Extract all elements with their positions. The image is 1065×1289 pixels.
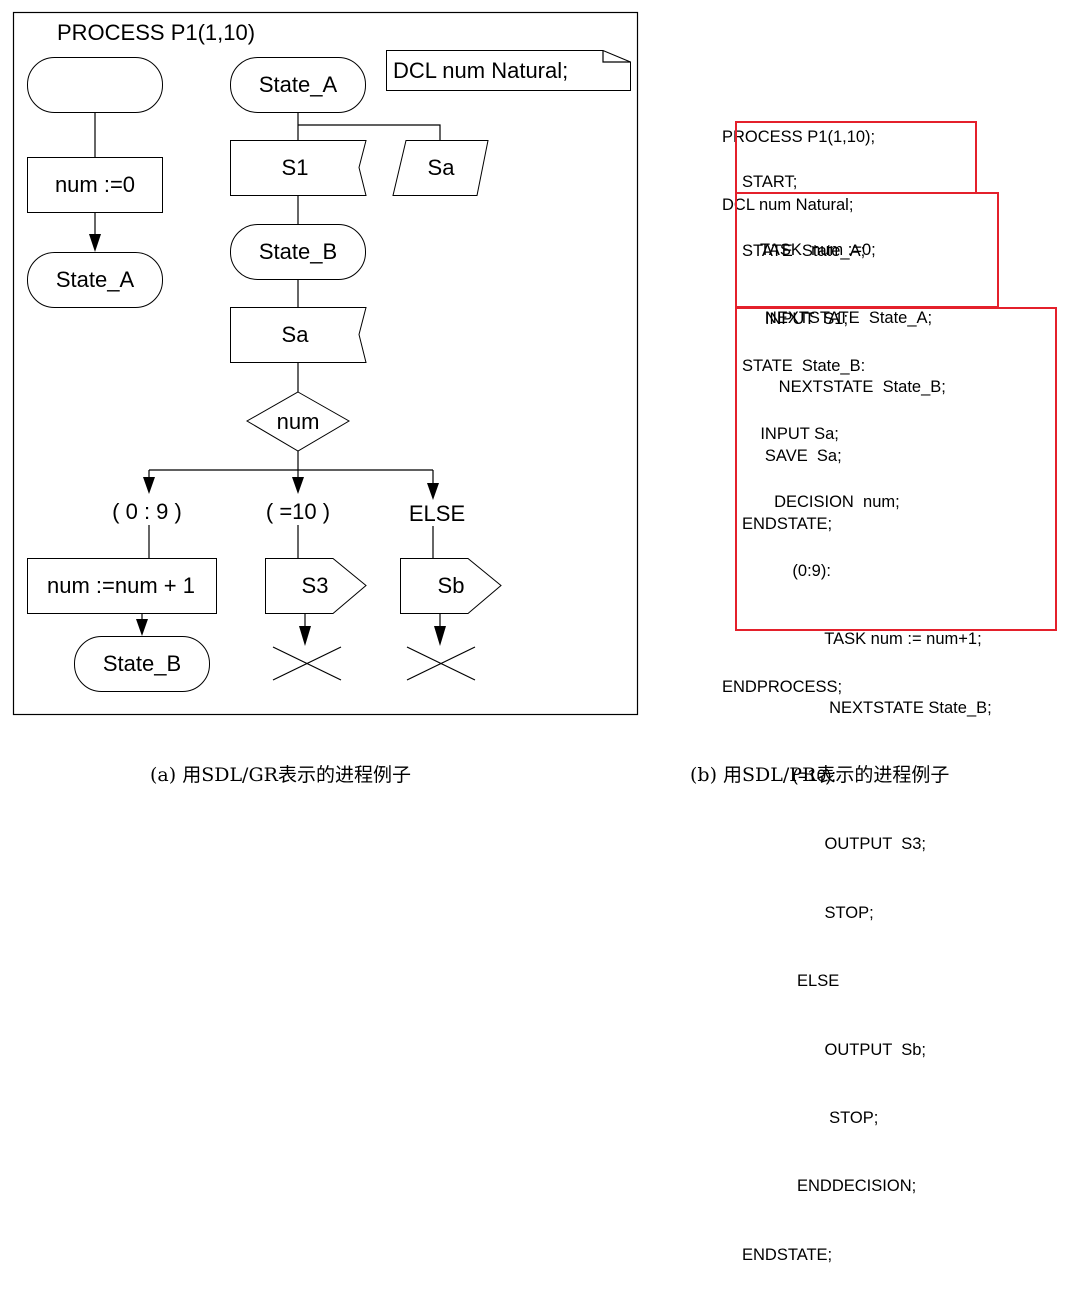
stop-symbol bbox=[272, 646, 342, 681]
output-symbol-s3 bbox=[265, 558, 367, 614]
code-line: OUTPUT S3; bbox=[742, 835, 926, 854]
arrow-down-icon bbox=[136, 619, 148, 636]
save-sa-label: Sa bbox=[428, 155, 456, 180]
code-line: ENDSTATE; bbox=[742, 1245, 833, 1264]
nextstate-state-a-label: State_A bbox=[56, 267, 135, 292]
task-symbol-increment bbox=[27, 558, 217, 614]
state-b-block-highlight bbox=[735, 307, 1057, 631]
branch-label-0-9: ( 0 : 9 ) bbox=[112, 499, 182, 524]
caption-b: (b) 用SDL/PR表示的进程例子 bbox=[690, 764, 950, 786]
input-symbol-s1 bbox=[230, 140, 367, 196]
pr-state-b-block: STATE State_B: INPUT Sa; DECISION num; (… bbox=[742, 309, 992, 1289]
code-line: NEXTSTATE State_B; bbox=[742, 378, 946, 397]
sdl-gr-diagram: PROCESS P1(1,10) DCL num Natural; num :=… bbox=[12, 11, 639, 716]
dcl-text: DCL num Natural; bbox=[393, 58, 568, 83]
arrow-down-icon bbox=[292, 477, 304, 494]
stop-symbol bbox=[406, 646, 476, 681]
code-line: SAVE Sa; bbox=[742, 446, 842, 465]
save-symbol-sa bbox=[392, 140, 489, 196]
process-title: PROCESS P1(1,10) bbox=[57, 20, 255, 45]
code-line: STOP; bbox=[742, 1108, 879, 1127]
decision-label: num bbox=[277, 409, 320, 434]
task-increment-label: num :=num + 1 bbox=[47, 573, 195, 598]
save-connector bbox=[298, 124, 441, 140]
code-line: DCL num Natural; bbox=[722, 195, 854, 214]
pr-footer: ENDPROCESS; bbox=[722, 630, 842, 721]
state-b-label: State_B bbox=[259, 239, 337, 264]
code-line: STATE State_B: bbox=[742, 356, 866, 375]
code-line: (0:9): bbox=[742, 561, 831, 580]
code-line: STOP; bbox=[742, 903, 874, 922]
arrow-down-icon bbox=[427, 483, 439, 500]
code-line: ENDDECISION; bbox=[742, 1177, 917, 1196]
code-line: ELSE bbox=[742, 972, 840, 991]
code-line: TASK num := num+1; bbox=[742, 630, 982, 649]
dcl-fold-corner bbox=[602, 50, 631, 63]
output-sb-label: Sb bbox=[438, 573, 465, 598]
output-symbol-sb bbox=[400, 558, 502, 614]
state-a-label: State_A bbox=[259, 72, 338, 97]
branch-label-eq-10: ( =10 ) bbox=[266, 499, 330, 524]
dcl-text-symbol bbox=[386, 50, 631, 91]
code-line: TASK num :=0; bbox=[742, 240, 876, 259]
input-sa-label: Sa bbox=[282, 322, 310, 347]
pr-start-block: START; TASK num :=0; NEXTSTATE State_A; bbox=[742, 125, 932, 353]
input-s1-label: S1 bbox=[282, 155, 309, 180]
code-line: (=10): bbox=[742, 766, 836, 785]
pr-header: PROCESS P1(1,10); DCL num Natural; bbox=[722, 80, 875, 240]
code-line: PROCESS P1(1,10); bbox=[722, 127, 876, 146]
arrow-down-icon bbox=[89, 234, 101, 252]
start-symbol bbox=[27, 57, 163, 113]
output-s3-label: S3 bbox=[302, 573, 329, 598]
code-line: OUTPUT Sb; bbox=[742, 1040, 926, 1059]
nextstate-state-b-label: State_B bbox=[103, 651, 181, 676]
code-line: ENDPROCESS; bbox=[722, 677, 843, 696]
code-line: INPUT S1; bbox=[742, 309, 849, 328]
task-symbol-init bbox=[27, 157, 163, 213]
code-line: ENDSTATE; bbox=[742, 515, 833, 534]
code-line: START; bbox=[742, 172, 798, 191]
code-line: INPUT Sa; bbox=[742, 424, 839, 443]
nextstate-symbol-state-a bbox=[27, 252, 163, 308]
code-line: NEXTSTATE State_A; bbox=[742, 309, 933, 328]
arrow-down-icon bbox=[143, 477, 155, 494]
arrow-down-icon bbox=[299, 626, 311, 646]
task-init-label: num :=0 bbox=[55, 172, 135, 197]
nextstate-symbol-state-b bbox=[74, 636, 210, 692]
code-line: NEXTSTATE State_B; bbox=[742, 698, 992, 717]
code-line: STATE State_A; bbox=[742, 241, 866, 260]
code-line: DECISION num; bbox=[742, 493, 900, 512]
branch-label-else: ELSE bbox=[409, 501, 465, 526]
pr-state-a-block: STATE State_A; INPUT S1; NEXTSTATE State… bbox=[742, 194, 946, 559]
process-frame bbox=[12, 11, 639, 716]
caption-a: (a) 用SDL/GR表示的进程例子 bbox=[150, 764, 411, 786]
input-symbol-sa bbox=[230, 307, 367, 363]
arrow-down-icon bbox=[434, 626, 446, 646]
